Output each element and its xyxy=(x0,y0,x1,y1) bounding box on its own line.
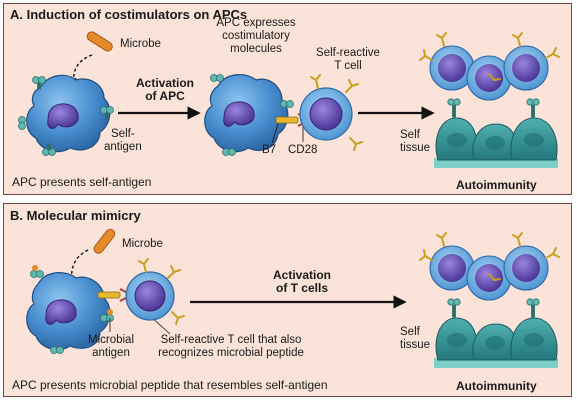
autoimmunity-label: Autoimmunity xyxy=(456,178,537,192)
tcr-icon xyxy=(419,232,560,281)
t-cell xyxy=(299,87,353,141)
b7-label: B7 xyxy=(262,144,277,156)
apc-expresses-label: APC expresses costimulatory molecules xyxy=(216,17,296,55)
panel-b-title: B. Molecular mimicry xyxy=(10,208,141,223)
t-cell xyxy=(125,271,175,321)
microbial-peptide-icon xyxy=(107,309,113,315)
self-antigen-label: Self- antigen xyxy=(104,128,142,153)
activation-tcells-label: Activation of T cells xyxy=(272,268,331,295)
mhc-receptor-icon xyxy=(447,298,540,318)
autoimmunity-label: Autoimmunity xyxy=(456,379,537,393)
b7-pointer xyxy=(271,123,279,144)
microbe-label: Microbe xyxy=(120,38,161,50)
cd28-label: CD28 xyxy=(288,144,318,156)
mhc-receptor-icon xyxy=(210,74,294,156)
self-tissue-label: Self tissue xyxy=(400,129,431,154)
mhc-receptor-icon xyxy=(18,76,114,156)
apc-cell xyxy=(26,74,111,153)
activation-apc-label: Activation of APC xyxy=(135,76,194,103)
panel-a-caption: APC presents self-antigen xyxy=(12,175,152,189)
self-tissue xyxy=(434,317,558,368)
mhc-receptor-icon xyxy=(30,270,114,354)
microbe-icon xyxy=(93,228,116,254)
tcell-cross-reactive-label: Self-reactive T cell that also recognize… xyxy=(158,334,304,359)
microbe-label: Microbe xyxy=(122,238,163,250)
tcr-icon xyxy=(138,258,185,325)
microbial-antigen-label: Microbial antigen xyxy=(87,334,134,359)
self-reactive-tcell-label: Self-reactive T cell xyxy=(316,47,380,72)
apc-cell xyxy=(204,74,289,153)
t-cell xyxy=(429,45,549,101)
microbe-icon xyxy=(86,31,113,52)
t-cell xyxy=(429,245,549,301)
apc-cell xyxy=(26,272,111,351)
tcr-icon xyxy=(419,32,560,81)
mhc-receptor-icon xyxy=(447,98,540,118)
panel-b-caption: APC presents microbial peptide that rese… xyxy=(12,378,328,392)
self-tissue-label: Self tissue xyxy=(400,326,431,351)
microbial-peptide-icon xyxy=(32,265,38,271)
panel-a-title: A. Induction of costimulators on APCs xyxy=(10,7,248,22)
tcr-icon xyxy=(310,74,363,151)
self-tissue xyxy=(434,117,558,168)
